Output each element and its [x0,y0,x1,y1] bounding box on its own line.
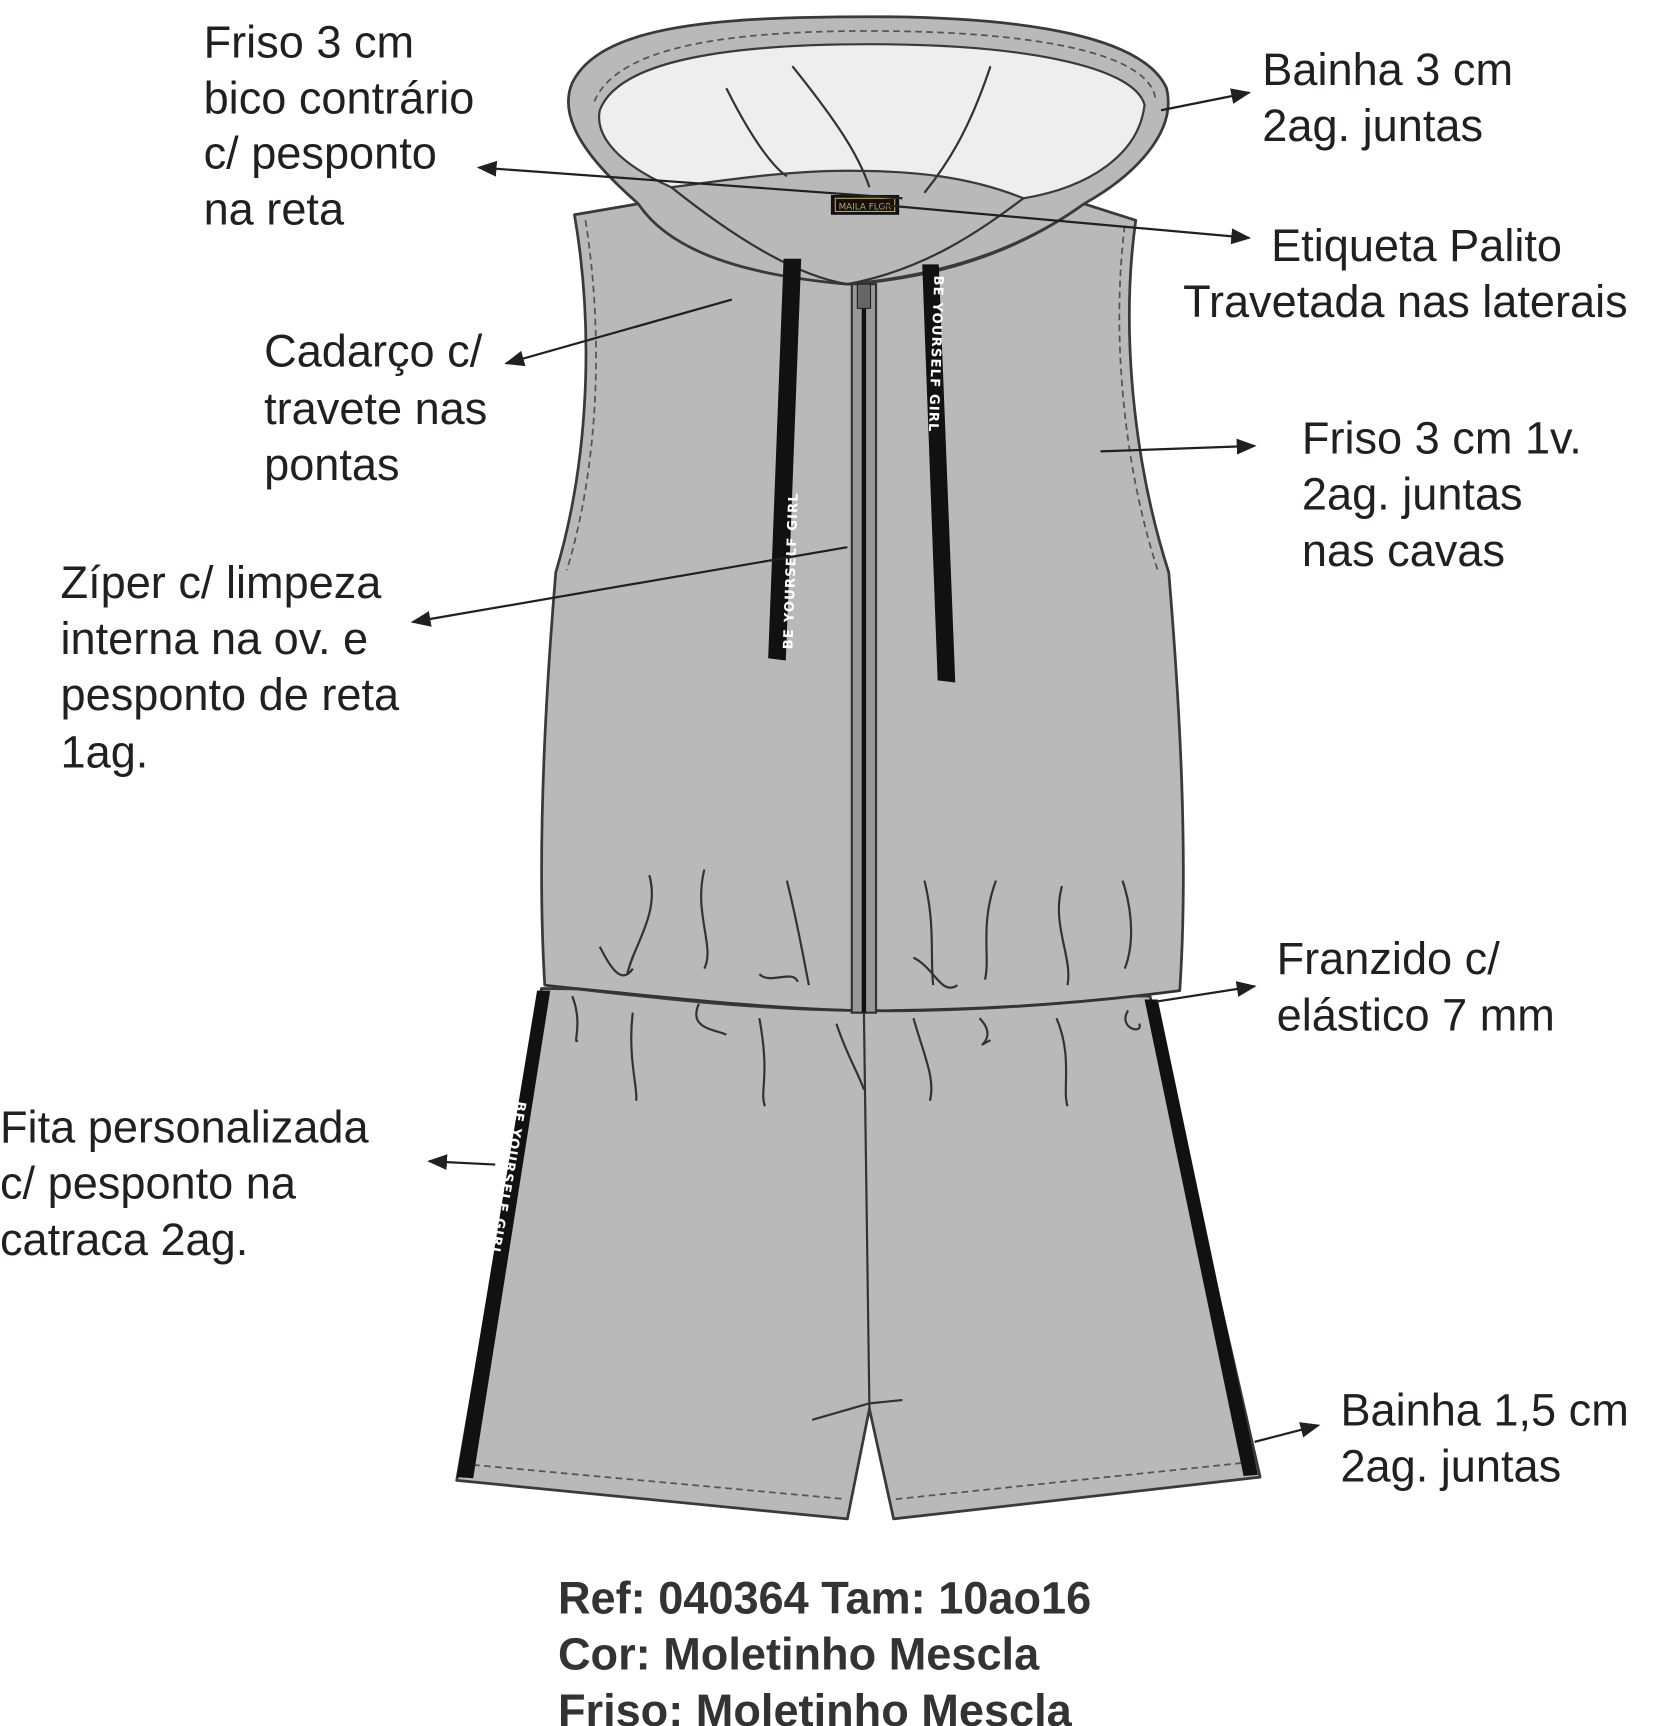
spec-block: Ref: 040364 Tam: 10ao16 Cor: Moletinho M… [558,1573,1091,1726]
annotation-ziper: Zíper c/ limpeza interna na ov. e pespon… [61,557,400,777]
side-tape-right [1144,999,1258,1476]
annotation-line: Fita personalizada [0,1102,370,1153]
annotation-bainha-shorts: Bainha 1,5 cm 2ag. juntas [1340,1384,1628,1491]
annotation-cadarco: Cadarço c/ travete nas pontas [264,326,487,490]
annotation-line: Bainha 3 cm [1262,44,1513,95]
annotation-line: interna na ov. e [61,613,369,664]
hood-lining [597,43,1146,200]
drawcord-text-right: BE YOURSELF GIRL [925,275,945,433]
annotation-line: Etiqueta Palito [1271,220,1562,271]
annotation-line: Franzido c/ [1277,933,1501,984]
annotation-fita: Fita personalizada c/ pesponto na catrac… [0,1102,370,1265]
annotation-line: travete nas [264,383,487,434]
annotation-line: elástico 7 mm [1277,989,1555,1040]
annotation-line: bico contrário [204,73,475,124]
annotation-line: c/ pesponto [204,128,437,179]
annotation-line: pesponto de reta [61,669,400,720]
leader-lines [410,88,1321,1443]
annotation-line: na reta [204,184,345,235]
spec-ref: Ref: 040364 Tam: 10ao16 [558,1573,1091,1624]
annotation-bainha-hood: Bainha 3 cm 2ag. juntas [1262,44,1513,151]
annotation-line: Friso 3 cm [204,16,415,67]
annotation-etiqueta: Etiqueta Palito Travetada nas laterais [1183,220,1628,327]
annotation-line: 2ag. juntas [1262,100,1483,151]
spec-friso: Friso: Moletinho Mescla [558,1685,1073,1726]
annotation-line: Travetada nas laterais [1183,276,1628,327]
annotation-line: 2ag. juntas [1302,469,1523,520]
annotation-line: Bainha 1,5 cm [1340,1384,1628,1435]
annotation-franzido: Franzido c/ elástico 7 mm [1277,933,1555,1040]
zipper [850,283,878,1014]
annotation-line: pontas [264,439,399,490]
brand-label-text: MAILA FLOR [839,202,892,212]
annotation-line: nas cavas [1302,525,1505,576]
drawcord-text-left: BE YOURSELF GIRL [781,492,801,650]
annotation-line: 2ag. juntas [1340,1440,1561,1491]
annotation-line: Cadarço c/ [264,326,483,377]
spec-cor: Cor: Moletinho Mescla [558,1629,1040,1680]
annotation-friso-cavas: Friso 3 cm 1v. 2ag. juntas nas cavas [1302,413,1582,576]
brand-label: MAILA FLOR [830,194,900,215]
drawcord-right [922,264,956,683]
annotation-line: Friso 3 cm 1v. [1302,413,1582,464]
annotation-line: 1ag. [61,726,149,777]
side-tape-left [456,990,551,1479]
annotation-line: c/ pesponto na [0,1158,297,1209]
shorts: BE YOURSELF GIRL BE YOURSELF GIRL [455,987,1262,1521]
annotation-line: Zíper c/ limpeza [61,557,383,608]
annotation-friso-hood: Friso 3 cm bico contrário c/ pesponto na… [204,16,475,234]
annotation-line: catraca 2ag. [0,1214,248,1265]
